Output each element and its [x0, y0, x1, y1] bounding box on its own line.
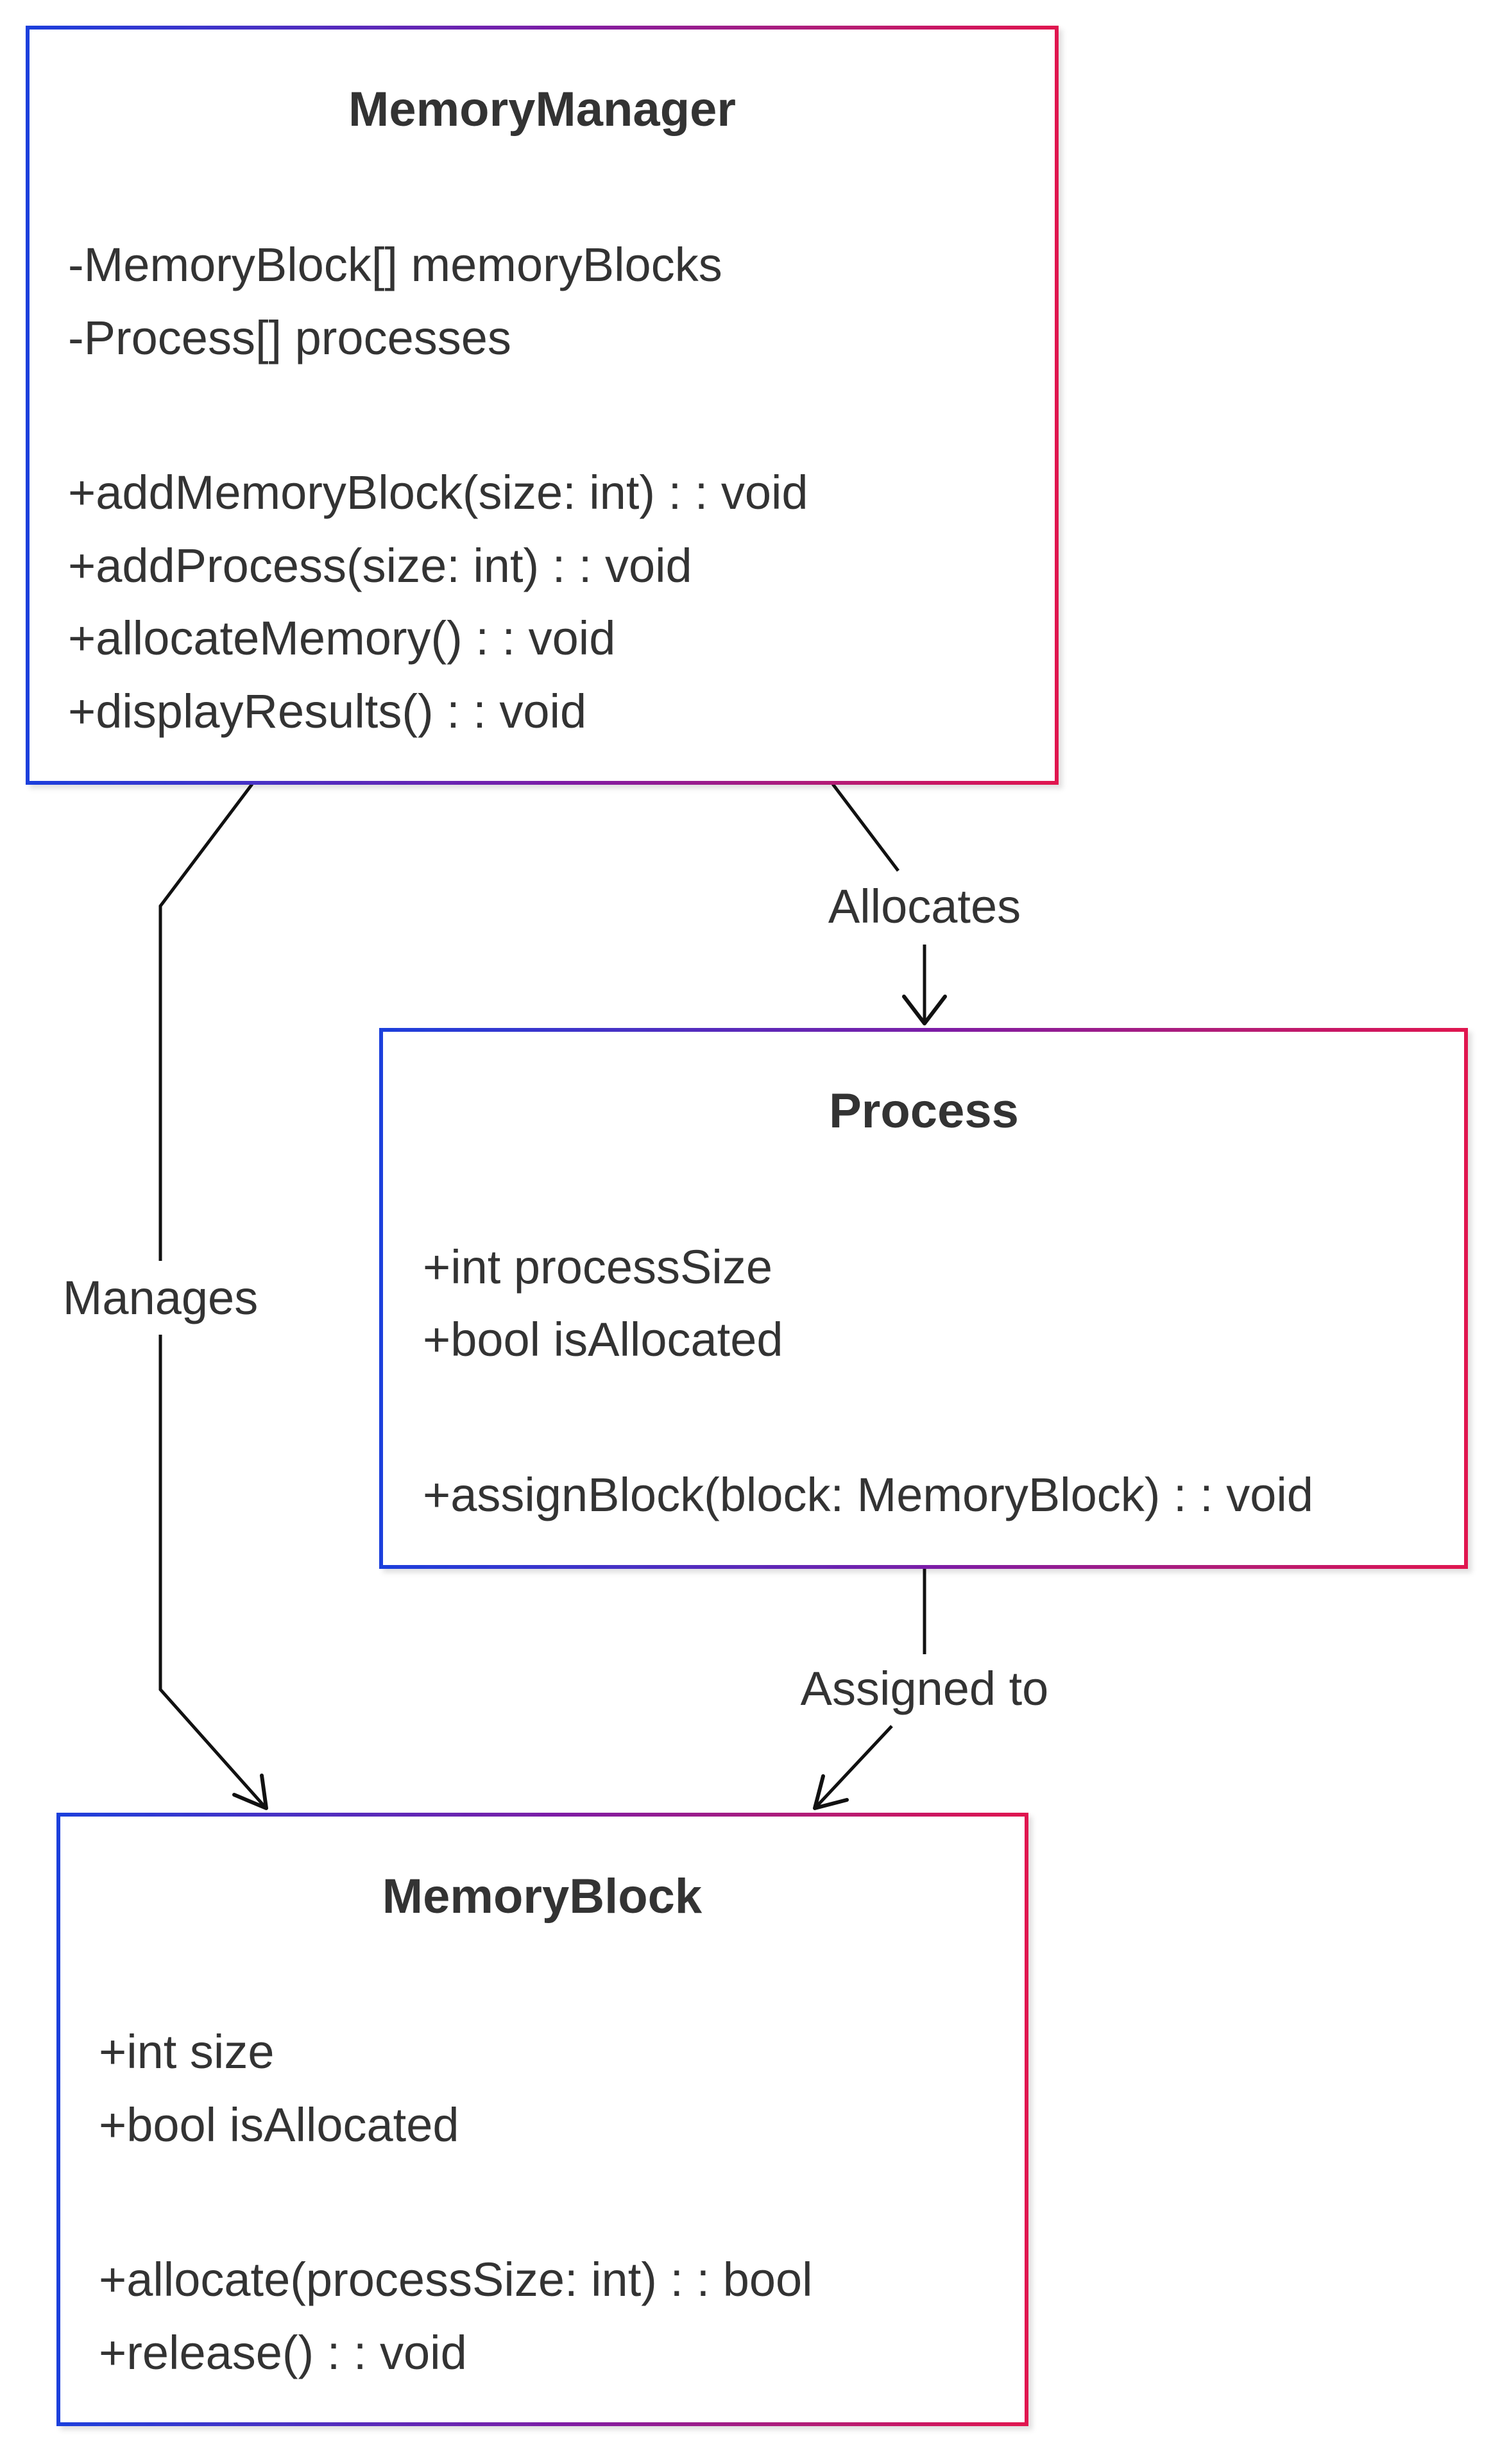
- class-memory-manager: MemoryManager -MemoryBlock[] memoryBlock…: [26, 26, 1059, 785]
- manages-line-lower: [158, 1335, 266, 1808]
- allocates-label: Allocates: [828, 880, 1021, 933]
- allocates-line: [831, 783, 899, 872]
- class-method: +allocateMemory() : : void: [68, 612, 615, 665]
- class-name: Process: [829, 1084, 1019, 1138]
- class-method: +allocate(processSize: int) : : bool: [99, 2253, 813, 2306]
- class-method: +assignBlock(block: MemoryBlock) : : voi…: [423, 1468, 1313, 1521]
- assigned-to-arrowhead-icon: [813, 1774, 849, 1810]
- class-method: +addMemoryBlock(size: int) : : void: [68, 466, 808, 519]
- class-attribute: -Process[] processes: [68, 311, 511, 364]
- manages-line-upper: [158, 783, 253, 1261]
- class-attribute: +int processSize: [423, 1240, 772, 1294]
- class-process: Process +int processSize +bool isAllocat…: [379, 1028, 1468, 1569]
- class-name: MemoryManager: [348, 82, 736, 137]
- manages-label: Manages: [63, 1271, 258, 1324]
- assigned-to-line-lower: [815, 1725, 893, 1808]
- class-attribute: +bool isAllocated: [423, 1313, 783, 1366]
- class-method: +displayResults() : : void: [68, 685, 586, 738]
- relation-allocates: Allocates: [828, 783, 1021, 1025]
- class-attribute: -MemoryBlock[] memoryBlocks: [68, 238, 722, 291]
- class-attribute: +int size: [99, 2025, 275, 2078]
- allocates-arrowhead-icon: [902, 995, 947, 1025]
- manages-arrowhead-icon: [232, 1774, 268, 1810]
- class-method: +release() : : void: [99, 2326, 467, 2379]
- assigned-to-label: Assigned to: [801, 1662, 1049, 1715]
- class-box: [56, 1813, 1028, 2426]
- class-box: [379, 1028, 1468, 1569]
- class-name: MemoryBlock: [382, 1869, 703, 1924]
- class-memory-block: MemoryBlock +int size +bool isAllocated …: [56, 1813, 1028, 2426]
- class-attribute: +bool isAllocated: [99, 2098, 459, 2152]
- relation-assigned-to: Assigned to: [801, 1567, 1049, 1810]
- class-box: [26, 26, 1059, 785]
- relation-manages: Manages: [63, 783, 268, 1810]
- class-method: +addProcess(size: int) : : void: [68, 539, 692, 592]
